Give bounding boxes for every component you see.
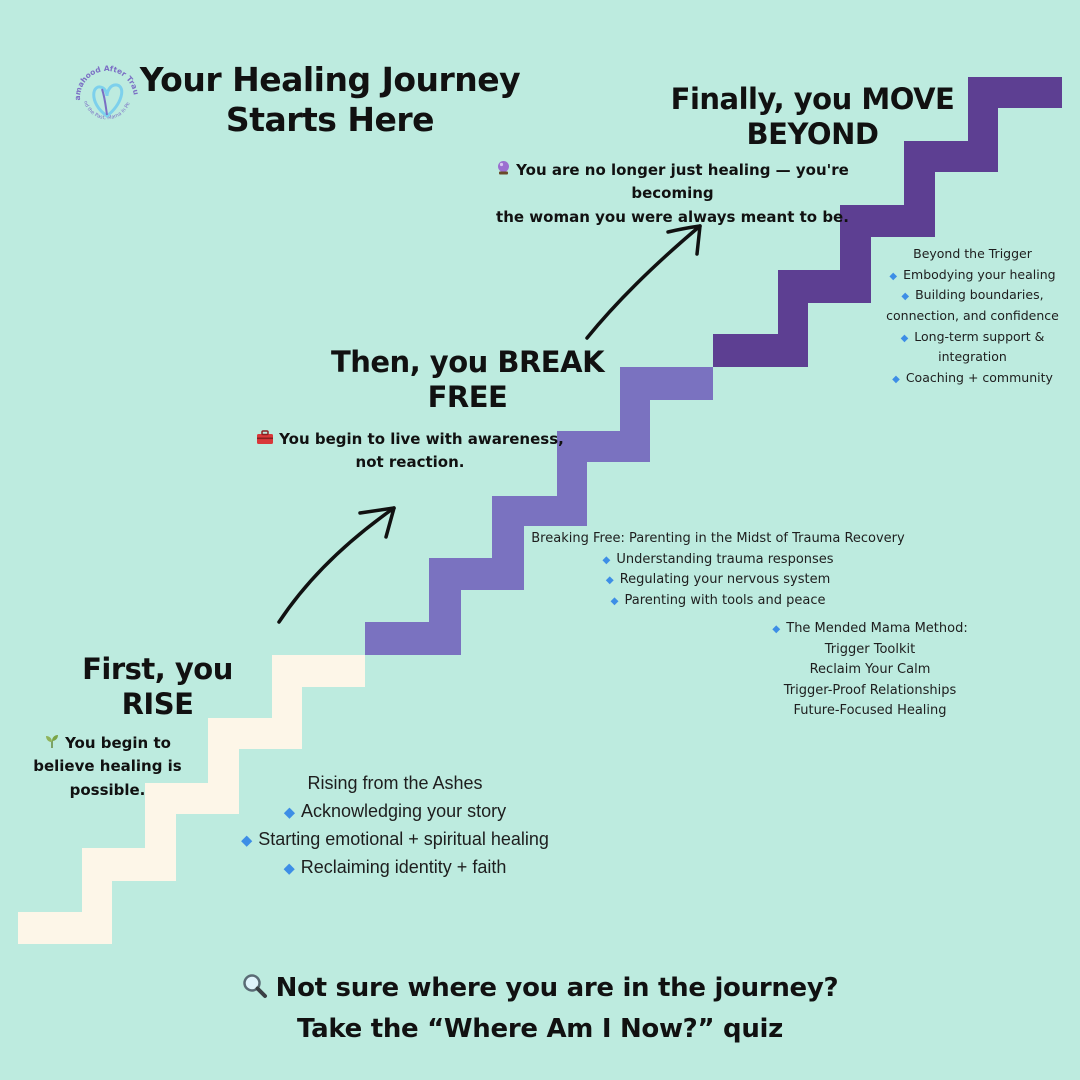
diamond-icon: ◆ (283, 860, 295, 877)
brand-logo: Mamahood After Trauma Mend the Past, Mam… (66, 51, 144, 132)
list-item: ◆Starting emotional + spiritual healing (241, 828, 549, 849)
magnifier-icon (242, 971, 268, 998)
diamond-icon: ◆ (602, 553, 611, 566)
crystal-ball-icon (496, 159, 511, 182)
seedling-icon (44, 732, 60, 755)
diamond-icon: ◆ (772, 623, 781, 635)
list-item: ◆Parenting with tools and peace (610, 592, 826, 608)
arrow-icon (585, 224, 702, 340)
diamond-icon: ◆ (901, 291, 910, 303)
beyond-list: Beyond the Trigger ◆Embodying your heali… (875, 244, 1070, 388)
list-item: ◆Understanding trauma responses (602, 551, 834, 567)
list-item-continued: connection, and confidence (886, 307, 1059, 323)
list-title: Rising from the Ashes (307, 773, 483, 793)
list-item: ◆Long-term support & (900, 328, 1045, 344)
page-title: Your Healing Journey Starts Here (139, 60, 521, 140)
rise-heading: First, you RISE (82, 652, 233, 721)
stage2-steps (365, 367, 713, 655)
list-item: Future-Focused Healing (793, 703, 947, 719)
diamond-icon: ◆ (241, 832, 253, 849)
diamond-icon: ◆ (900, 332, 909, 344)
stage1-steps (18, 655, 365, 944)
quiz-cta[interactable]: Not sure where you are in the journey? T… (0, 968, 1080, 1050)
heart-logo-icon: Mamahood After Trauma Mend the Past, Mam… (66, 51, 141, 121)
diamond-icon: ◆ (892, 373, 900, 385)
diamond-icon: ◆ (605, 574, 614, 587)
list-item: ◆Building boundaries, (901, 287, 1044, 303)
list-item: Reclaim Your Calm (809, 662, 931, 678)
list-item: ◆Acknowledging your story (283, 800, 507, 821)
list-item: Trigger Toolkit (824, 641, 916, 657)
quiz-link[interactable]: Take the “Where Am I Now?” quiz (297, 1014, 783, 1045)
diamond-icon: ◆ (283, 804, 295, 821)
arrow-icon (277, 506, 396, 624)
list-item: ◆Reclaiming identity + faith (283, 856, 507, 877)
beyond-heading: Finally, you MOVE BEYOND (670, 82, 955, 151)
break-free-lead: You begin to live with awareness, not re… (250, 428, 570, 475)
beyond-lead: You are no longer just healing — you're … (496, 159, 849, 226)
list-item: ◆Embodying your healing (889, 266, 1056, 282)
list-title: Beyond the Trigger (913, 246, 1032, 261)
rise-list: Rising from the Ashes ◆Acknowledging you… (205, 770, 585, 882)
list-item: ◆Regulating your nervous system (605, 572, 831, 588)
rise-lead: You begin to believe healing is possible… (33, 732, 182, 799)
list-title: ◆The Mended Mama Method: (772, 621, 968, 636)
break-free-list: Breaking Free: Parenting in the Midst of… (528, 529, 908, 611)
list-item: ◆Coaching + community (892, 369, 1053, 385)
diamond-icon: ◆ (889, 270, 898, 282)
break-free-heading: Then, you BREAK FREE (330, 345, 605, 414)
list-item-continued: integration (938, 349, 1007, 365)
method-list: ◆The Mended Mama Method: Trigger Toolkit… (755, 619, 985, 722)
diamond-icon: ◆ (610, 594, 619, 607)
stage3-steps (713, 77, 1062, 367)
list-title: Breaking Free: Parenting in the Midst of… (531, 531, 905, 546)
list-item: Trigger-Proof Relationships (783, 682, 957, 698)
toolbox-icon (256, 428, 274, 451)
